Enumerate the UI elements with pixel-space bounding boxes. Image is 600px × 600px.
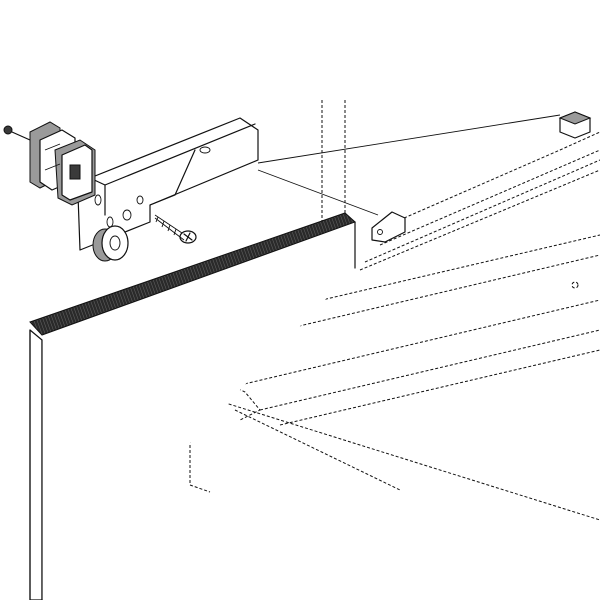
drawer-front-panel [29, 212, 356, 600]
socket-clip [3, 121, 96, 206]
cabinet-side-outline [321, 100, 346, 230]
cabinet-rail [359, 131, 600, 271]
rear-socket-bracket [558, 111, 592, 139]
edge-banding [29, 212, 356, 336]
roller-wheel [92, 225, 129, 262]
wood-screw [154, 214, 197, 244]
detail-projection-lines [257, 114, 561, 216]
